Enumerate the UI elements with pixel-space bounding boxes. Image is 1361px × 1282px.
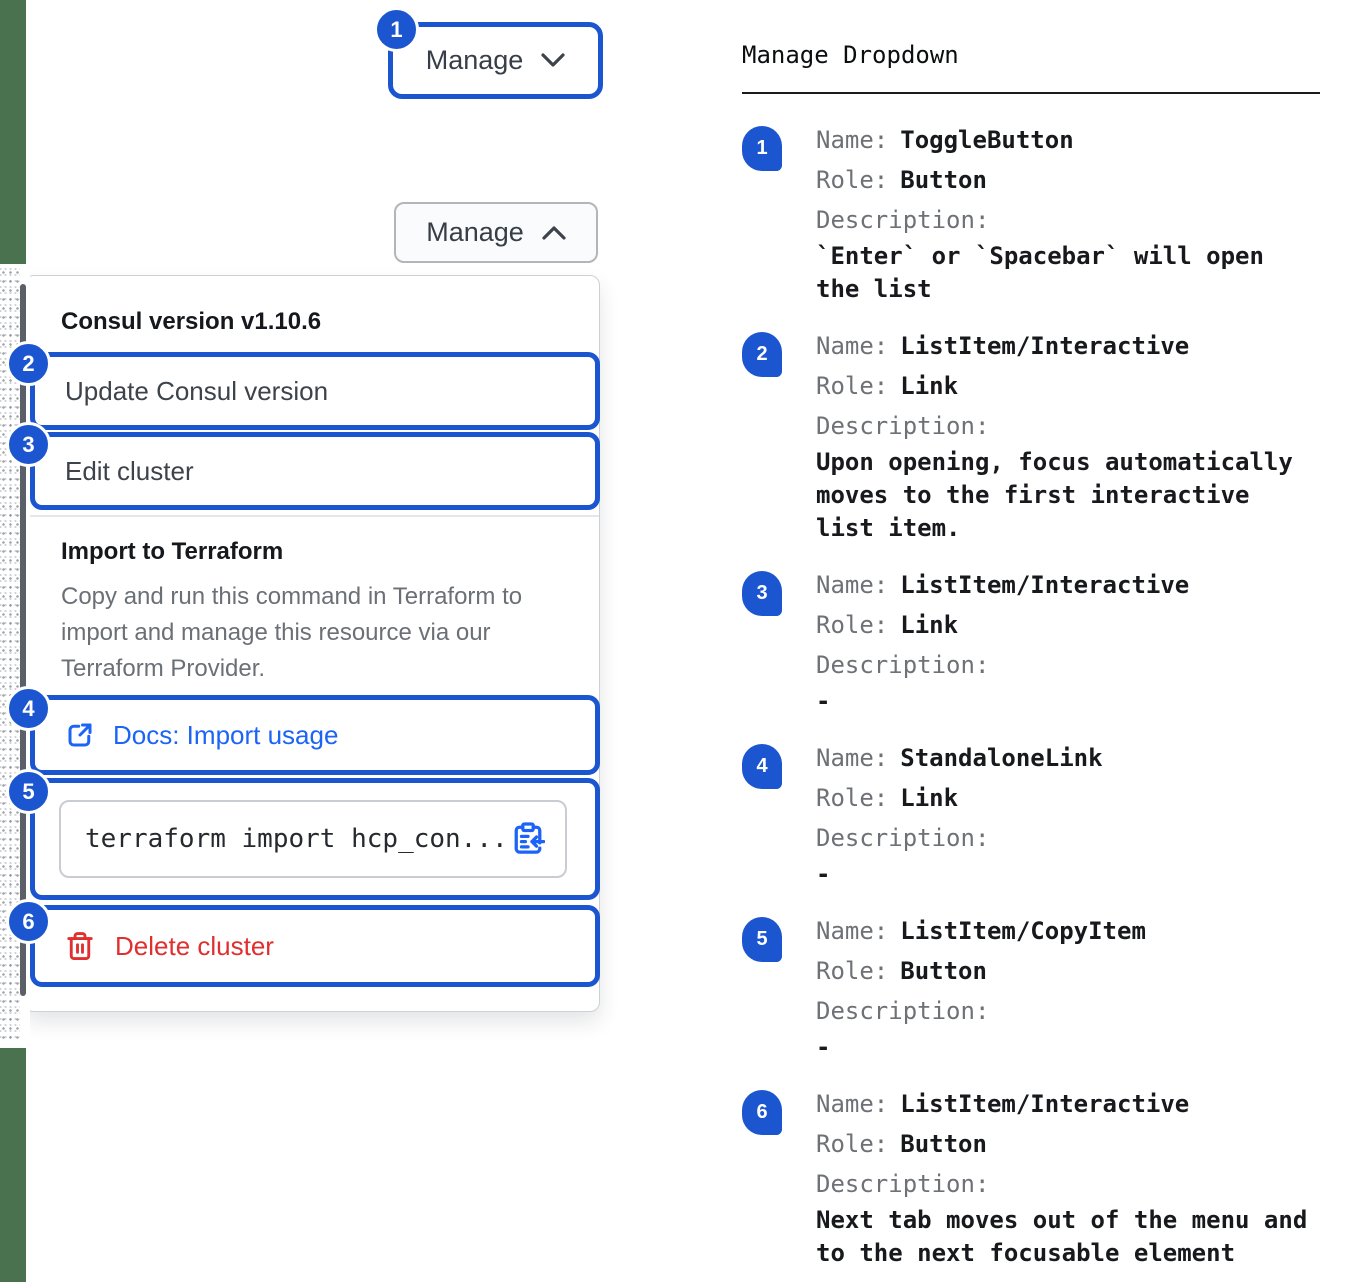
description-value: - (816, 1033, 831, 1061)
role-label: Role: (816, 784, 889, 812)
name-value: ListItem/Interactive (900, 332, 1190, 360)
name-value: ListItem/Interactive (900, 1090, 1190, 1118)
manage-toggle-label: Manage (425, 45, 524, 75)
manage-dropdown-menu: Consul version v1.10.6 Update Consul ver… (24, 275, 600, 1012)
menu-item-delete-cluster[interactable]: Delete cluster (30, 905, 600, 987)
spec-entry: 3 Name: ListItem/Interactive Role: Link De… (742, 565, 1320, 718)
name-label: Name: (816, 332, 889, 360)
annotation-badge-6: 6 (6, 899, 51, 944)
role-label: Role: (816, 611, 889, 639)
role-label: Role: (816, 166, 889, 194)
consul-version-label: Consul version v1.10.6 (61, 308, 322, 335)
name-label: Name: (816, 126, 889, 154)
description-label: Description: (816, 651, 990, 679)
chevron-down-icon (541, 53, 565, 67)
docs-link-label: Docs: Import usage (113, 719, 339, 750)
terraform-command-text: terraform import hcp_con... (85, 824, 508, 854)
description-label: Description: (816, 206, 990, 234)
menu-item-label: Update Consul version (65, 375, 329, 406)
role-label: Role: (816, 1130, 889, 1158)
role-label: Role: (816, 957, 889, 985)
name-value: StandaloneLink (900, 744, 1103, 772)
description-label: Description: (816, 1170, 990, 1198)
spec-entry: 2 Name: ListItem/Interactive Role: Link De… (742, 326, 1320, 545)
spec-entries: 1 Name: ToggleButton Role: Button Descript… (742, 120, 1320, 1270)
spec-entry: 1 Name: ToggleButton Role: Button Descript… (742, 120, 1320, 306)
description-label: Description: (816, 824, 990, 852)
menu-item-label: Edit cluster (65, 455, 194, 486)
external-link-icon (68, 723, 92, 747)
role-label: Role: (816, 372, 889, 400)
terraform-command-field[interactable]: terraform import hcp_con... (59, 800, 567, 878)
import-section-title: Import to Terraform (61, 538, 284, 565)
name-label: Name: (816, 917, 889, 945)
name-value: ListItem/Interactive (900, 571, 1190, 599)
annotation-badge-4: 4 (6, 686, 51, 731)
spec-entry: 6 Name:ListItem/Interactive Role:Button … (742, 1084, 1320, 1270)
clipboard-copy-icon[interactable] (511, 822, 545, 856)
menu-item-edit-cluster[interactable]: Edit cluster (30, 432, 600, 510)
role-value: Link (900, 784, 959, 812)
torn-edge-line (20, 284, 26, 996)
menu-item-update-consul-version[interactable]: Update Consul version (30, 352, 600, 430)
chevron-up-icon (542, 226, 566, 240)
description-label: Description: (816, 412, 990, 440)
copy-command-item[interactable]: terraform import hcp_con... (30, 778, 600, 900)
name-label: Name: (816, 571, 889, 599)
name-label: Name: (816, 1090, 889, 1118)
description-label: Description: (816, 997, 990, 1025)
spec-panel: Manage Dropdown 1 Name: ToggleButton Role… (742, 38, 1320, 1270)
spec-entry-badge: 4 (742, 744, 782, 789)
menu-separator (27, 515, 599, 517)
name-label: Name: (816, 744, 889, 772)
annotation-badge-2: 2 (6, 341, 51, 386)
annotation-badge-5: 5 (6, 769, 51, 814)
role-value: Button (900, 957, 987, 985)
description-value: - (816, 687, 831, 715)
spec-entry-badge: 1 (742, 126, 782, 171)
role-value: Button (900, 1130, 987, 1158)
manage-toggle-button-closed[interactable]: Manage (388, 22, 603, 99)
description-value: - (816, 860, 831, 888)
description-value: Upon opening, focus automatically moves … (816, 448, 1293, 542)
description-value: Next tab moves out of the menu and to th… (816, 1206, 1308, 1267)
role-value: Link (900, 372, 959, 400)
spec-entry-badge: 2 (742, 332, 782, 377)
annotation-badge-1: 1 (374, 7, 419, 52)
description-value: `Enter` or `Spacebar` will open the list (816, 242, 1264, 303)
annotation-badge-3: 3 (6, 422, 51, 467)
trash-icon (67, 932, 93, 960)
delete-cluster-label: Delete cluster (115, 930, 274, 961)
spec-entry: 5 Name: ListItem/CopyItem Role: Button Des… (742, 911, 1320, 1064)
import-section-description: Copy and run this command in Terraform t… (61, 583, 523, 682)
manage-toggle-label: Manage (426, 217, 524, 247)
docs-import-usage-link[interactable]: Docs: Import usage (30, 695, 600, 775)
role-value: Button (900, 166, 987, 194)
spec-divider (742, 92, 1320, 94)
name-value: ToggleButton (900, 126, 1074, 154)
role-value: Link (900, 611, 959, 639)
manage-toggle-button-open[interactable]: Manage (394, 202, 598, 263)
spec-title: Manage Dropdown (742, 41, 959, 69)
spec-entry-badge: 6 (742, 1090, 782, 1135)
spec-entry-badge: 3 (742, 571, 782, 616)
spec-entry: 4 Name: StandaloneLink Role: Link Descript… (742, 738, 1320, 891)
spec-entry-badge: 5 (742, 917, 782, 962)
name-value: ListItem/CopyItem (900, 917, 1146, 945)
